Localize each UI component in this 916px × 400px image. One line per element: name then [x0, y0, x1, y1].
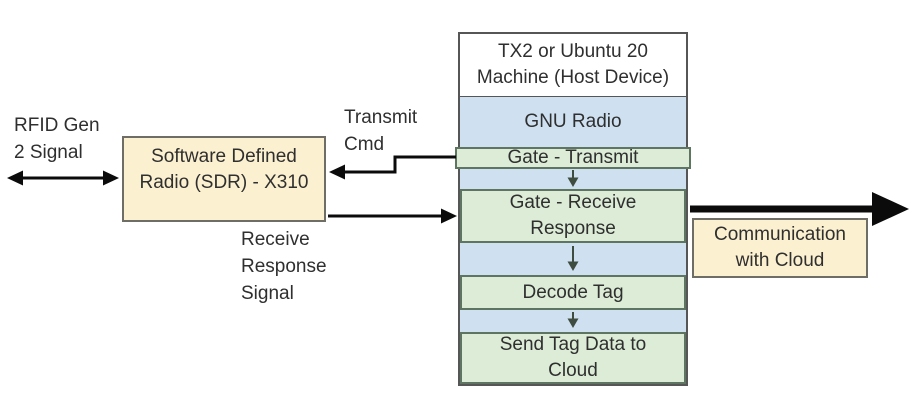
host-device-title: TX2 or Ubuntu 20 Machine (Host Device) — [460, 34, 686, 96]
host-row-spacer-2 — [460, 243, 686, 275]
communication-with-cloud-box: Communication with Cloud — [692, 218, 868, 278]
rfid-label-line1: RFID Gen — [14, 115, 100, 136]
transmit-cmd-label: Transmit Cmd — [344, 104, 417, 158]
host-device-box: TX2 or Ubuntu 20 Machine (Host Device) G… — [455, 32, 691, 386]
transmit-cmd-line1: Transmit — [344, 107, 418, 128]
sdr-box: Software Defined Radio (SDR) - X310 — [122, 136, 326, 222]
host-row-gnu-radio: GNU Radio — [460, 96, 686, 147]
rfid-gen2-signal-label: RFID Gen 2 Signal — [14, 112, 100, 166]
sdr-box-label: Software Defined Radio (SDR) - X310 — [139, 146, 309, 193]
receive-response-signal-label: Receive Response Signal — [241, 226, 327, 307]
host-row-gate-receive-response: Gate - Receive Response — [460, 189, 686, 243]
transmit-cmd-line2: Cmd — [344, 134, 385, 155]
receive-response-line1: Receive — [241, 229, 310, 250]
rfid-label-line2: 2 Signal — [14, 142, 83, 163]
host-row-spacer-1 — [460, 169, 686, 189]
cloud-box-line2: with Cloud — [735, 250, 825, 271]
receive-response-line2: Response — [241, 256, 327, 277]
transmit-cmd-arrow-icon — [329, 155, 456, 180]
receive-response-line3: Signal — [241, 283, 294, 304]
host-row-decode-tag: Decode Tag — [460, 275, 686, 310]
rfid-bidirectional-arrow-icon — [7, 170, 119, 186]
receive-response-arrow-icon — [328, 208, 457, 224]
host-row-gate-transmit: Gate - Transmit — [455, 147, 691, 169]
host-row-send-tag-data: Send Tag Data to Cloud — [460, 332, 686, 384]
host-row-spacer-3 — [460, 310, 686, 332]
cloud-box-line1: Communication — [714, 224, 846, 245]
